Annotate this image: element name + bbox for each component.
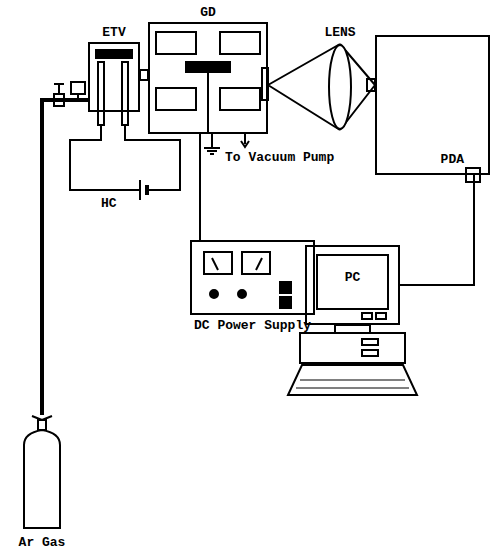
ground-symbol	[204, 134, 220, 154]
lens: LENS	[328, 44, 352, 130]
battery-symbol	[139, 180, 141, 200]
node-label: LENS	[324, 25, 355, 40]
disk-drive	[362, 339, 378, 345]
argon-cylinder: Ar Gas	[22, 415, 62, 530]
node-label: ETV	[102, 25, 125, 40]
vacuum-arrowhead	[241, 141, 249, 147]
node-label: Ar Gas	[19, 535, 66, 550]
node-label: DC Power Supply	[194, 318, 311, 333]
vacuum-outlet	[244, 134, 246, 144]
pc-monitor: PC	[305, 245, 400, 325]
cathode	[186, 62, 230, 72]
dc-power-supply-outline	[192, 242, 313, 313]
graphite-tube	[96, 50, 132, 58]
electrode	[98, 62, 104, 125]
disk-drive	[362, 350, 378, 356]
gd-block	[156, 88, 196, 110]
pda-spectrometer: PDA	[375, 35, 490, 175]
battery-symbol	[145, 185, 149, 195]
node-label: GD	[200, 5, 216, 20]
anode-pin	[207, 72, 209, 134]
gd-block	[220, 88, 260, 110]
flow-gauge	[71, 82, 85, 94]
keyboard	[288, 365, 417, 395]
circuit-label: HC	[100, 196, 118, 211]
connector-line	[42, 100, 88, 415]
connector-line	[400, 175, 474, 285]
dc-power-supply: DC Power Supply	[190, 240, 315, 315]
lens-outline	[328, 44, 352, 130]
gd-block	[220, 32, 260, 54]
electrode	[122, 62, 128, 125]
monitor-stand	[335, 325, 370, 333]
valve-handle	[54, 83, 64, 85]
glow-discharge-cell: GD	[148, 22, 268, 134]
heating-circuit-wire	[70, 125, 180, 190]
transfer-tube	[140, 70, 148, 80]
keyboard-keys	[296, 380, 409, 388]
node-label: PDA	[441, 152, 464, 167]
valve-stem	[58, 84, 60, 94]
pc-monitor-outline	[307, 247, 398, 323]
outlet-label: To Vacuum Pump	[224, 150, 335, 165]
etv-furnace: ETV	[88, 42, 140, 112]
gd-block	[156, 32, 196, 54]
node-label: PC	[345, 270, 361, 285]
connector-line	[199, 134, 201, 240]
computer-base	[300, 333, 405, 363]
argon-cylinder-outline	[22, 415, 62, 530]
